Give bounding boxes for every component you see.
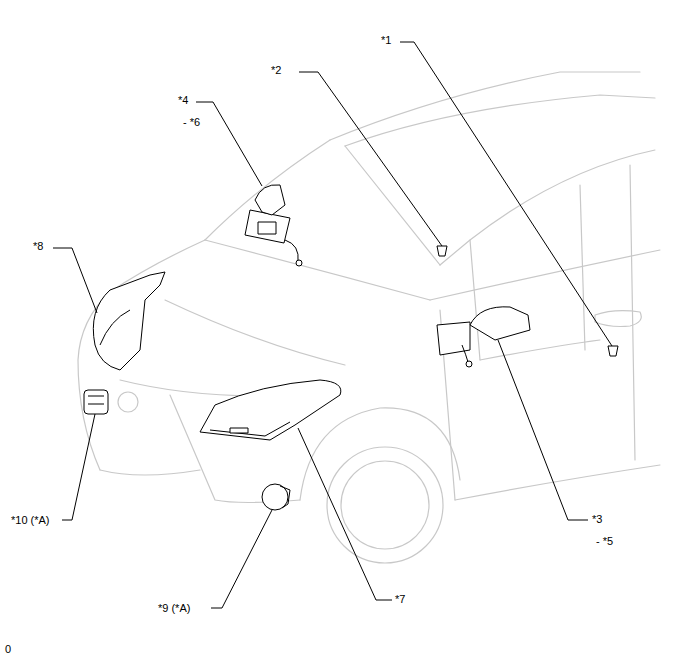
callout-number: *8	[33, 240, 43, 253]
callout-number: *9 (*A)	[158, 602, 190, 615]
callout-number: *7	[395, 593, 405, 606]
callout-number: - *5	[596, 535, 613, 548]
callout-number: *1	[381, 34, 391, 47]
callout-number: *4	[178, 94, 188, 107]
callout-number: *2	[271, 64, 281, 77]
callout-number: - *6	[183, 116, 200, 129]
callout-number: *3	[592, 513, 602, 526]
figure-code: 0	[5, 643, 11, 656]
leader-lines	[53, 42, 612, 608]
callout-number: *10 (*A)	[11, 514, 50, 527]
